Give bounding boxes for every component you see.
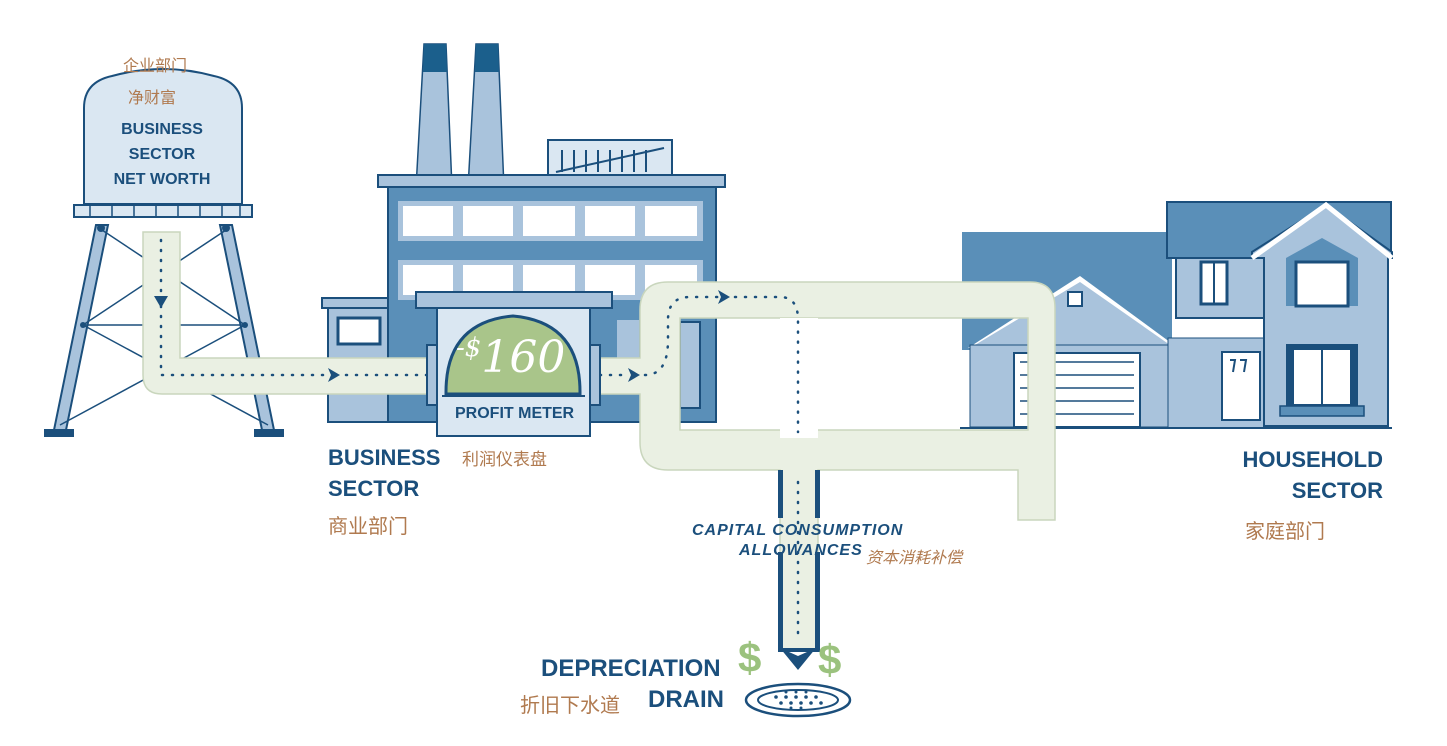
flow-lines xyxy=(159,238,800,642)
profit-meter xyxy=(415,291,613,437)
drain-arrow-icon xyxy=(780,648,816,670)
business-sector-chinese: 商业部门 xyxy=(328,514,408,538)
tower-tank xyxy=(83,68,243,205)
tower-balcony xyxy=(73,204,253,218)
profit-meter-number: 160 xyxy=(481,332,566,383)
tower-leg-left xyxy=(52,224,110,431)
front-door xyxy=(1221,351,1261,421)
profit-meter-value: -$160 xyxy=(456,332,565,383)
flow-arrows xyxy=(154,290,730,382)
factory-roof xyxy=(377,174,726,188)
business-sector-line1: BUSINESS xyxy=(328,445,441,470)
household-sector-line1: HOUSEHOLD xyxy=(1242,447,1383,472)
depreciation-drain-line1: DEPRECIATION xyxy=(541,655,721,682)
dollar-sign-icon: $ xyxy=(738,634,761,681)
capital-consumption-line2: ALLOWANCES xyxy=(739,542,863,559)
meter-dial xyxy=(444,314,582,396)
profit-meter-label: PROFIT METER xyxy=(455,405,575,422)
tower-english-line3: NET WORTH xyxy=(113,171,211,188)
profit-meter-sign: -$ xyxy=(456,333,482,363)
household-sector-line2: SECTOR xyxy=(1291,478,1383,503)
drain-grate xyxy=(744,648,852,718)
factory-annex xyxy=(321,297,389,309)
profit-meter-chinese: 利润仪表盘 xyxy=(462,450,547,470)
pipe-network xyxy=(142,231,1056,652)
dollar-sign-icon: $ xyxy=(818,636,841,683)
pipe-tower-to-meter xyxy=(142,231,441,395)
tower-foot-left xyxy=(44,429,74,437)
tower-chinese-line2: 净财富 xyxy=(128,88,177,107)
tower-leg-right xyxy=(218,224,276,431)
household-sector-chinese: 家庭部门 xyxy=(1245,519,1325,543)
capital-consumption-line1: CAPITAL CONSUMPTION xyxy=(692,522,904,539)
tower-english-line1: BUSINESS xyxy=(121,121,203,138)
depreciation-drain-chinese: 折旧下水道 xyxy=(520,693,620,717)
tower-english-line2: SECTOR xyxy=(128,146,196,163)
pipe-loop xyxy=(589,281,1056,556)
capital-consumption-chinese: 资本消耗补偿 xyxy=(866,548,963,567)
tower-foot-right xyxy=(254,429,284,437)
tower-chinese-line1: 企业部门 xyxy=(123,56,188,75)
depreciation-drain-line2: DRAIN xyxy=(648,686,724,713)
house xyxy=(960,201,1394,429)
business-sector-line2: SECTOR xyxy=(328,476,420,501)
